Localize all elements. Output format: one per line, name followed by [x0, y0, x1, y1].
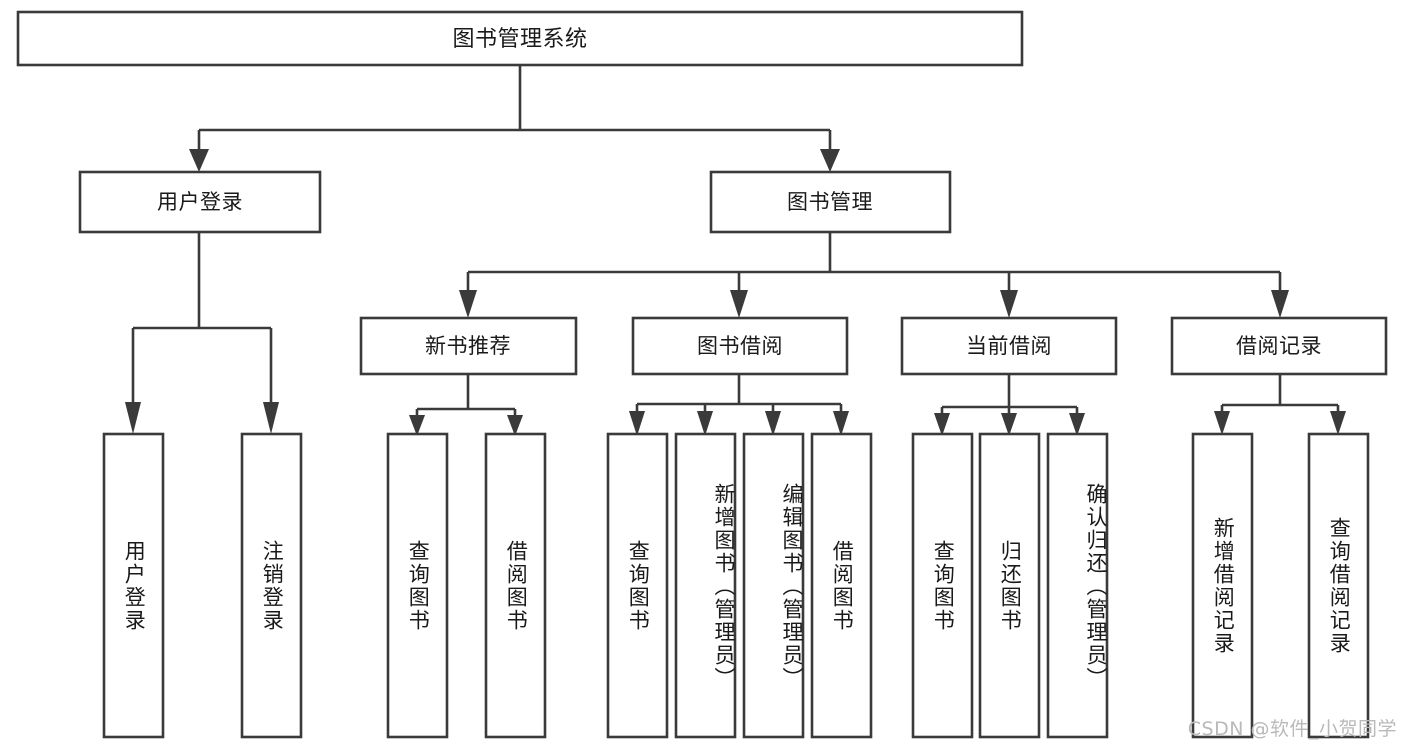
node-user-login[interactable]: 用户登录: [78, 170, 322, 234]
leaf-box-cb-confirm-return[interactable]: [1046, 432, 1109, 739]
leaf-box-bb-query-book[interactable]: [606, 432, 669, 739]
leaf-box-nb-query-book[interactable]: [386, 432, 449, 739]
arrow-borrow-leaf-1: [629, 411, 645, 436]
node-current-borrow-label: 当前借阅: [966, 334, 1052, 358]
leaf-box-bb-borrow-book[interactable]: [810, 432, 873, 739]
node-borrow-record-label: 借阅记录: [1236, 334, 1322, 358]
node-book-borrow-box[interactable]: [631, 316, 849, 376]
leaf-box-bb-edit-book[interactable]: [742, 432, 805, 739]
leaf-box-cb-return-book[interactable]: [978, 432, 1041, 739]
arrow-newbook-leaf-1: [409, 415, 425, 436]
node-root-label: 图书管理系统: [452, 27, 587, 52]
node-user-login-label: 用户登录: [157, 190, 243, 214]
arrow-userlogin-leaf-1: [125, 402, 141, 434]
arrow-current-leaf-1: [934, 413, 950, 436]
arrow-bookmgmt-to-record: [1271, 290, 1289, 318]
leaf-box-cb-query-book[interactable]: [911, 432, 974, 739]
arrow-newbook-leaf-2: [507, 415, 523, 436]
arrow-borrow-leaf-3: [765, 411, 781, 436]
leaf-box-br-query-record[interactable]: [1307, 432, 1370, 739]
leaf-box-user-login[interactable]: [102, 432, 165, 739]
csdn-watermark: CSDN @软件_小贺同学: [1187, 718, 1397, 740]
arrow-record-leaf-1: [1214, 411, 1230, 435]
node-book-management-label: 图书管理: [787, 190, 873, 214]
node-book-management-box[interactable]: [709, 170, 952, 234]
leaf-box-layer: [102, 432, 1370, 739]
arrow-borrow-leaf-2: [697, 411, 713, 436]
arrow-root-to-user-login: [189, 149, 209, 172]
node-current-borrow[interactable]: 当前借阅: [900, 316, 1118, 376]
node-book-borrow[interactable]: 图书借阅: [631, 316, 849, 376]
node-new-book-recommend-box[interactable]: [359, 316, 578, 376]
node-book-borrow-label: 图书借阅: [697, 334, 783, 358]
leaf-box-nb-borrow-book[interactable]: [484, 432, 547, 739]
arrow-current-leaf-3: [1069, 413, 1085, 436]
arrow-current-leaf-2: [1001, 413, 1017, 436]
arrow-bookmgmt-to-current: [1000, 290, 1018, 318]
arrow-userlogin-leaf-2: [263, 402, 279, 434]
connector-layer: [125, 65, 1346, 436]
node-root-box[interactable]: [16, 10, 1024, 67]
node-root[interactable]: 图书管理系统: [16, 10, 1024, 67]
arrow-bookmgmt-to-borrow: [730, 290, 748, 318]
arrow-borrow-leaf-4: [833, 411, 849, 436]
node-new-book-recommend[interactable]: 新书推荐: [359, 316, 578, 376]
leaf-box-user-logout[interactable]: [240, 432, 303, 739]
node-user-login-box[interactable]: [78, 170, 322, 234]
node-borrow-record-box[interactable]: [1170, 316, 1388, 376]
arrow-bookmgmt-to-newbook: [459, 290, 477, 318]
node-book-management[interactable]: 图书管理: [709, 170, 952, 234]
node-borrow-record[interactable]: 借阅记录: [1170, 316, 1388, 376]
leaf-box-br-add-record[interactable]: [1191, 432, 1254, 739]
node-new-book-recommend-label: 新书推荐: [425, 334, 511, 358]
arrow-record-leaf-2: [1330, 411, 1346, 435]
arrow-root-to-book-mgmt: [820, 149, 840, 172]
node-current-borrow-box[interactable]: [900, 316, 1118, 376]
leaf-box-bb-add-book[interactable]: [674, 432, 737, 739]
